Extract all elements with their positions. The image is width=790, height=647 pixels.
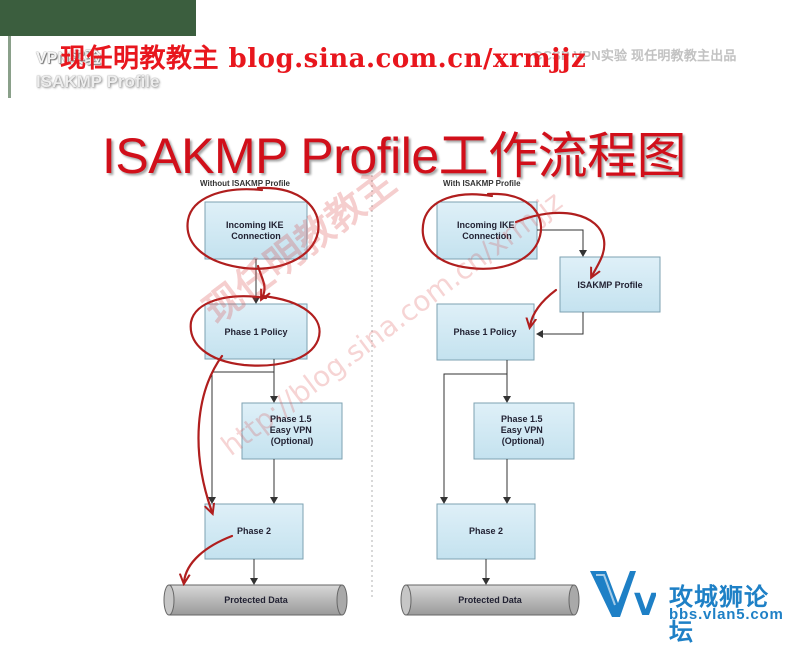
right-phase2-box	[436, 503, 536, 560]
right-phase1-label: Phase 1 Policy	[453, 327, 516, 337]
left-incoming-line2: Connection	[231, 231, 281, 241]
right-phase2-label: Phase 2	[469, 526, 503, 536]
slide-subtitle: ISAKMP Profile	[36, 72, 160, 91]
svg-text:Incoming IKE Connection: Incoming IKE Connection	[457, 220, 517, 241]
left-phase2-box	[204, 503, 304, 560]
right-protected-cylinder	[400, 584, 580, 616]
svg-text:Phase 1.5 Easy VPN: Phase 1.5 Easy VPN (Optional)	[501, 414, 546, 446]
left-red-arrow-3	[184, 534, 234, 582]
left-phase15-line3: (Optional)	[271, 436, 314, 446]
slide-title: ISAKMP Profile工作流程图	[102, 128, 687, 184]
header-right-caption: CCSP VPN实验 现任明教教主出品	[533, 48, 737, 63]
left-phase1-box	[204, 303, 308, 360]
left-flow: Without ISAKMP Profile Incoming IKE Conn…	[163, 179, 348, 616]
svg-text:Phase 1.5 Easy VPN: Phase 1.5 Easy VPN (Optional)	[270, 414, 315, 446]
right-phase15-line2: Easy VPN	[501, 425, 543, 435]
header-corner-stub	[8, 36, 11, 98]
right-bypass-arrow	[440, 373, 507, 504]
right-flow: With ISAKMP Profile Incoming IKE Connect…	[400, 179, 661, 616]
logo-url: bbs.vlan5.com	[669, 606, 784, 623]
right-red-arrow-1	[514, 211, 606, 276]
header-corner-block	[0, 0, 196, 36]
right-phase15-line1: Phase 1.5	[501, 414, 543, 424]
watermark-top: 现任明教教主 blog.sina.com.cn/xrmjjz	[60, 44, 587, 74]
left-phase15-line2: Easy VPN	[270, 425, 312, 435]
left-incoming-circle	[186, 186, 320, 270]
right-phase1-box	[436, 303, 535, 361]
right-profile-label: ISAKMP Profile	[577, 280, 642, 290]
right-caption: With ISAKMP Profile	[443, 179, 521, 188]
left-red-arrow-2	[197, 354, 224, 512]
v5-logo-mark: V5	[634, 588, 656, 623]
left-phase2-label: Phase 2	[237, 526, 271, 536]
v5-logo-icon: V5	[590, 571, 656, 623]
right-incoming-box	[436, 201, 538, 260]
right-arrow-from-profile	[536, 312, 584, 338]
flow-diagram: Without ISAKMP Profile Incoming IKE Conn…	[163, 170, 661, 616]
left-incoming-box	[204, 201, 308, 260]
left-protected-cylinder	[163, 584, 348, 616]
right-profile-box	[559, 256, 661, 313]
left-phase1-circle	[189, 294, 321, 367]
right-protected-label: Protected Data	[458, 595, 523, 605]
left-caption: Without ISAKMP Profile	[200, 179, 291, 188]
right-phase15-line3: (Optional)	[502, 436, 545, 446]
left-protected-label: Protected Data	[224, 595, 289, 605]
left-incoming-line1: Incoming IKE	[226, 220, 284, 230]
red-annotations	[184, 186, 606, 582]
left-phase15-box	[241, 402, 343, 460]
left-phase1-label: Phase 1 Policy	[224, 327, 287, 337]
right-incoming-line1: Incoming IKE	[457, 220, 515, 230]
svg-text:Incoming IKE Connection: Incoming IKE Connection	[226, 220, 286, 241]
right-red-arrow-2	[530, 288, 558, 326]
course-title: VPN实验	[36, 50, 101, 67]
right-incoming-line2: Connection	[462, 231, 512, 241]
right-arrow-to-profile	[537, 229, 587, 257]
right-phase15-box	[473, 402, 575, 460]
left-phase15-line1: Phase 1.5	[270, 414, 312, 424]
